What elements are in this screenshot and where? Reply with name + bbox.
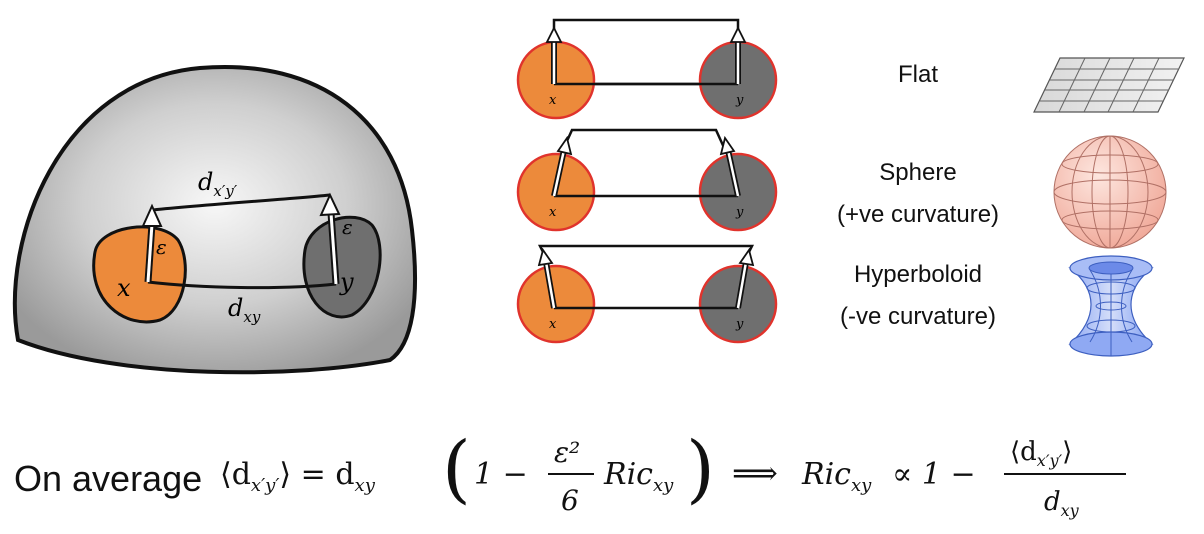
formula-paren-open: ( <box>442 426 471 512</box>
row-sphere-sublabel: (+ve curvature) <box>837 201 999 228</box>
row-sphere-arrow-right <box>719 135 741 197</box>
row-hyperboloid-sublabel: (-ve curvature) <box>840 303 996 330</box>
row-hyperboloid-y-label: y <box>735 317 744 332</box>
formula-paren-close: ) <box>686 426 715 512</box>
formula-ric2: Ricxy <box>801 457 872 496</box>
row-hyperboloid-arrow-left <box>537 247 557 309</box>
row-flat-arrow-left <box>545 25 563 84</box>
row-hyperboloid-arrow-right <box>735 247 755 309</box>
row-hyperboloid-top-line <box>537 244 755 263</box>
dome-figure: x y ε ε dx′y′ dxy <box>12 65 418 375</box>
dome-y-label: y <box>339 268 354 296</box>
formula-frac2-den: dxy <box>1044 487 1080 520</box>
row-hyperboloid-x-label: x <box>549 317 557 332</box>
row-sphere-top-line <box>560 128 728 153</box>
row-sphere-x-label: x <box>549 205 557 220</box>
row-flat-arrow-right <box>729 25 747 84</box>
row-hyperboloid: x y Hyperboloid (-ve curvature) <box>516 244 1154 357</box>
dome-d-top-label: dx′y′ <box>198 168 238 200</box>
formula-one-minus: 1 − <box>474 457 528 492</box>
dome-d-bottom-label: dxy <box>228 294 261 326</box>
dome-epsilon-right: ε <box>342 215 353 239</box>
formula-implies: ⟹ <box>732 454 778 492</box>
disk-x <box>92 225 187 324</box>
formula-frac-num: ε² <box>554 436 580 469</box>
hyperboloid-icon <box>1068 255 1154 357</box>
flat-grid-icon <box>1033 57 1185 113</box>
row-flat-label: Flat <box>898 61 938 88</box>
row-flat-top-line <box>552 18 740 38</box>
formula-frac2-num: ⟨dx′y′⟩ <box>1010 437 1072 470</box>
row-sphere-arrow-left <box>551 135 573 197</box>
formula-lhs: ⟨dx′y′⟩ = dxy <box>220 457 376 496</box>
row-flat-y-label: y <box>735 93 744 108</box>
sphere-icon <box>1053 135 1167 249</box>
dome-epsilon-left: ε <box>156 235 167 259</box>
formula-prefix: On average <box>14 458 203 499</box>
row-sphere: x y Sphere (+ve curvature) <box>516 128 1167 249</box>
row-sphere-y-label: y <box>735 205 744 220</box>
row-sphere-label: Sphere <box>879 159 956 186</box>
row-flat-x-label: x <box>549 93 557 108</box>
formula-frac-den: 6 <box>561 484 579 517</box>
dome-x-label: x <box>117 274 131 302</box>
row-flat: x y Flat <box>516 18 1185 120</box>
ricci-formula: On average ⟨dx′y′⟩ = dxy ( 1 − ε² 6 Ricx… <box>14 418 1194 528</box>
arrow-right <box>319 192 341 285</box>
formula-equation: ⟨dx′y′⟩ = dxy ( 1 − ε² 6 Ricxy ) ⟹ Ricxy… <box>220 426 1126 520</box>
formula-propto: ∝ 1 − <box>892 457 976 492</box>
formula-ric: Ricxy <box>603 457 674 496</box>
arrow-left <box>141 203 163 283</box>
geodesic-d-xy <box>147 280 337 290</box>
row-hyperboloid-label: Hyperboloid <box>854 261 982 288</box>
geodesic-d-xpyp <box>152 193 331 212</box>
